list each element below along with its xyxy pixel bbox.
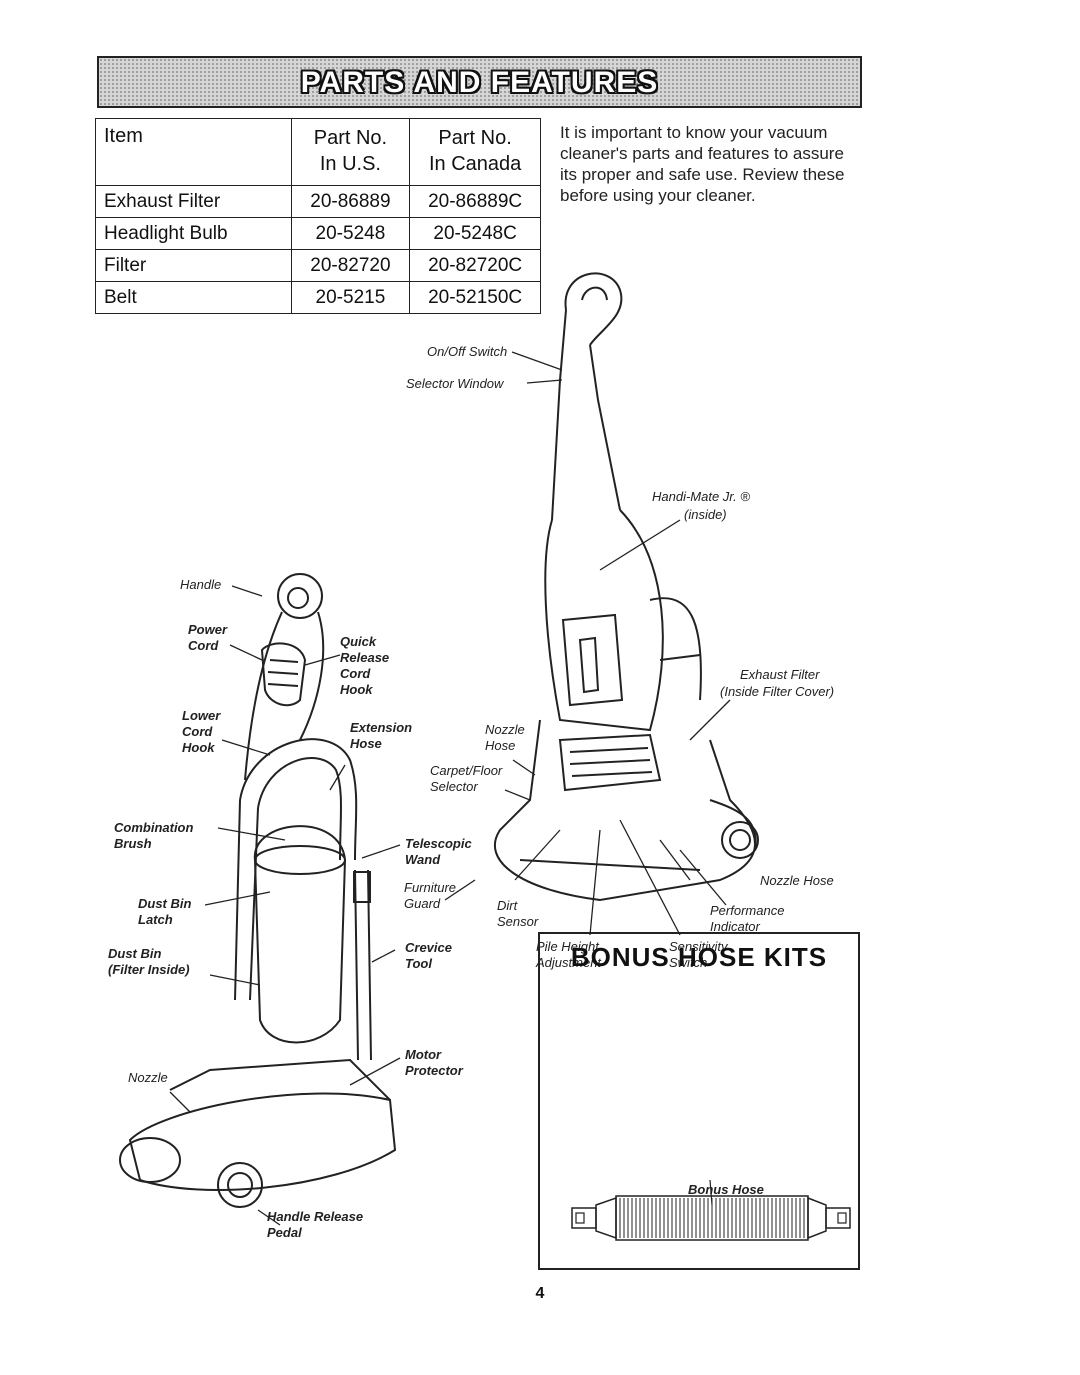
label-sensitivity-switch: Sensitivity Switch: [669, 939, 728, 970]
label-motor-protector: Motor Protector: [405, 1047, 463, 1078]
cell-canada: 20-5248C: [409, 217, 541, 250]
label-bonus-hose: Bonus Hose: [688, 1182, 764, 1197]
col-us-line2: In U.S.: [319, 153, 381, 175]
label-handi-mate: Handi-Mate Jr. ®: [652, 489, 750, 504]
bonus-title: BONUS HOSE KITS: [570, 942, 828, 972]
label-dust-bin-latch: Dust Bin Latch: [138, 896, 192, 927]
table-row: Belt 20-5215 20-52150C: [95, 281, 541, 314]
label-handle-release-pedal: Handle Release Pedal: [267, 1209, 364, 1240]
label-power-cord: Power Cord: [188, 622, 228, 653]
label-nozzle: Nozzle: [128, 1070, 168, 1085]
cell-us: 20-5248: [290, 217, 411, 250]
label-pile-height-adjustment: Pile Height Adjustment: [536, 939, 602, 970]
label-handle: Handle: [180, 577, 222, 592]
label-nozzle-hose-top: Nozzle Hose: [485, 722, 525, 753]
label-carpet-floor-selector: Carpet/Floor Selector: [430, 763, 503, 794]
label-on-off-switch: On/Off Switch: [427, 344, 508, 359]
col-canada-header: Part No. In Canada: [409, 118, 541, 186]
leader-lines: [169, 351, 731, 1226]
cell-item: Filter: [95, 249, 292, 282]
cell-us: 20-5215: [290, 281, 411, 314]
col-canada-line2: In Canada: [428, 153, 522, 175]
label-dirt-sensor: Dirt Sensor: [497, 898, 539, 929]
page-title: PARTS AND FEATURES: [300, 66, 659, 99]
section-banner: PARTS AND FEATURES: [97, 56, 862, 108]
label-handi-mate-inside: (inside): [684, 507, 727, 522]
col-canada-line1: Part No.: [438, 127, 512, 149]
label-nozzle-hose: Nozzle Hose: [760, 873, 834, 888]
bonus-hose-drawing: [571, 1179, 851, 1241]
upright-vacuum-drawing: [493, 272, 759, 902]
label-lower-cord-hook: Lower Cord Hook: [182, 708, 221, 755]
bonus-hose-ribs: [619, 1198, 805, 1238]
label-extension-hose: Extension Hose: [350, 720, 413, 751]
cell-us: 20-86889: [290, 185, 411, 218]
cell-canada: 20-52150C: [409, 281, 541, 314]
label-crevice-tool: Crevice Tool: [405, 940, 452, 971]
label-selector-window: Selector Window: [406, 376, 504, 391]
label-performance-indicator: Performance Indicator: [710, 903, 785, 934]
page-number: 4: [535, 1285, 545, 1302]
table-row: Exhaust Filter 20-86889 20-86889C: [95, 185, 541, 218]
parts-table: Item Part No. In U.S. Part No. In Canada…: [95, 118, 541, 314]
canister-vacuum-drawing: [119, 573, 397, 1208]
cell-canada: 20-86889C: [409, 185, 541, 218]
label-furniture-guard: Furniture Guard: [404, 880, 457, 911]
label-dust-bin: Dust Bin (Filter Inside): [108, 946, 190, 977]
cell-item: Belt: [95, 281, 292, 314]
intro-paragraph: It is important to know your vacuum clea…: [560, 123, 845, 205]
label-inside-filter-cover: (Inside Filter Cover): [720, 684, 835, 699]
label-exhaust-filter: Exhaust Filter: [740, 667, 820, 682]
bonus-hose-kits-box: BONUS HOSE KITS: [538, 932, 860, 1270]
col-us-line1: Part No.: [313, 127, 388, 149]
label-telescopic-wand: Telescopic Wand: [405, 836, 472, 867]
label-combination-brush: Combination Brush: [114, 820, 194, 851]
cell-canada: 20-82720C: [409, 249, 541, 282]
label-quick-release-cord-hook: Quick Release Cord Hook: [340, 634, 390, 697]
col-us-header: Part No. In U.S.: [290, 118, 411, 186]
